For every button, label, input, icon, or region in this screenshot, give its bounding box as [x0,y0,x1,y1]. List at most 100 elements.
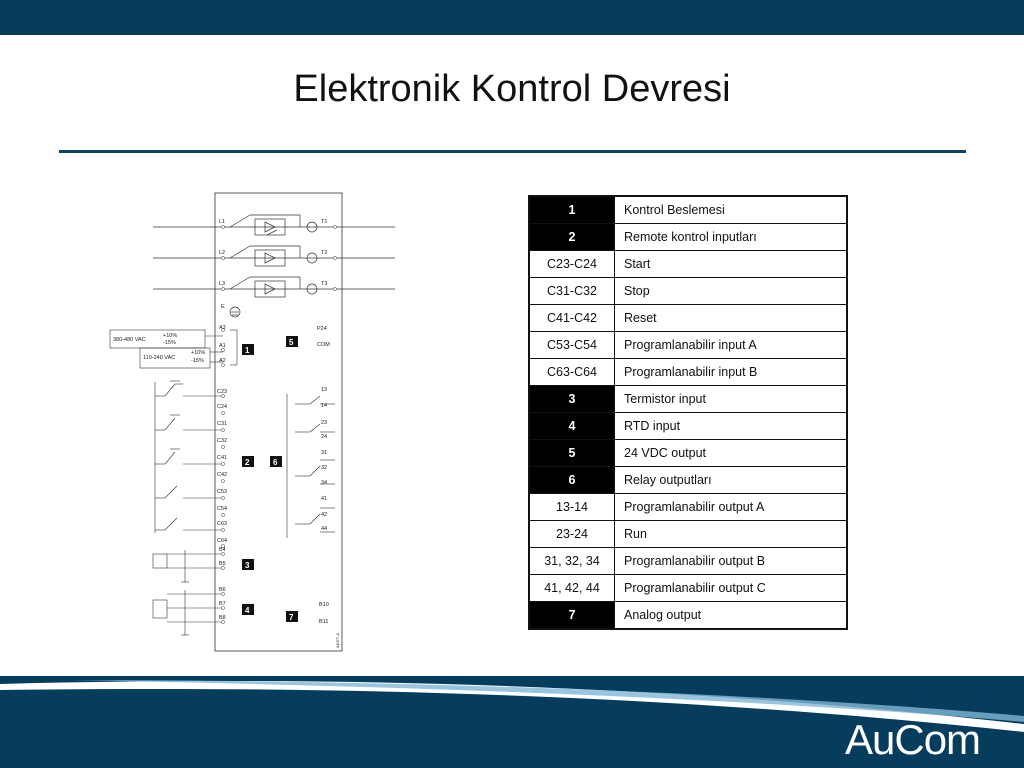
terminal-label: T2 [321,250,327,256]
terminal-label: C53 [217,489,227,495]
terminal-description-cell: Reset [614,304,848,332]
control-supply-section [109,329,238,369]
supply-low-tol-minus: -15% [191,358,204,364]
terminal-code-cell: 7 [528,601,615,630]
terminal-label: 44 [321,526,327,532]
terminal-label: 32 [321,465,327,471]
terminal-label: 41 [321,496,327,502]
terminal-code-cell: C63-C64 [528,358,615,386]
supply-high-range: 380-480 VAC [113,337,146,343]
terminal-label: B10 [319,602,329,608]
slide-title: Elektronik Kontrol Devresi [293,68,731,110]
power-section [153,214,395,318]
footer-band [0,676,1024,768]
terminal-code-cell: 23-24 [528,520,615,548]
terminal-label: E [221,304,225,310]
section-tags: 1 2 3 4 5 6 7 [242,336,298,622]
section-tag: 2 [245,458,250,467]
terminal-label: 42 [321,512,327,518]
terminal-code-cell: 3 [528,385,615,413]
terminal-label: C31 [217,421,227,427]
terminal-description-cell: Termistor input [614,385,848,413]
terminal-description-cell: Programlanabilir input B [614,358,848,386]
terminal-label: B8 [219,615,226,621]
supply-high-tol-minus: -15% [163,340,176,346]
terminal-label: T1 [321,219,327,225]
header-bar [0,0,1024,35]
section-tag: 5 [289,338,294,347]
terminal-label: 34 [321,480,327,486]
terminal-code-cell: 13-14 [528,493,615,521]
terminal-code-cell: 2 [528,223,615,251]
terminal-description-cell: Remote kontrol inputları [614,223,848,251]
terminal-label: L1 [219,219,225,225]
terminal-label: 14 [321,403,327,409]
terminal-label: B5 [219,561,226,567]
terminal-description-cell: Programlanabilir output B [614,547,848,575]
terminal-description-cell: Start [614,250,848,278]
terminal-label: C54 [217,506,227,512]
terminal-label: A3 [219,325,226,331]
terminal-label: 31 [321,450,327,456]
terminal-label: 23 [321,420,327,426]
relay-outputs [286,394,335,538]
terminal-label: C64 [217,538,227,544]
terminal-label: C42 [217,472,227,478]
terminal-label: C23 [217,389,227,395]
control-circuit-diagram: 380-480 VAC +10% -15% 110-240 VAC +10% -… [109,192,395,652]
remote-input-switches [154,380,223,533]
terminal-description-cell: Analog output [614,601,848,630]
terminal-label: L2 [219,250,225,256]
supply-low-tol-plus: +10% [191,350,205,356]
terminal-label: B7 [219,601,226,607]
terminal-label: C63 [217,521,227,527]
section-tag: 1 [245,346,250,355]
terminal-code-cell: 41, 42, 44 [528,574,615,602]
terminal-code-cell: 4 [528,412,615,440]
terminal-code-cell: 31, 32, 34 [528,547,615,575]
terminal-label: COM [317,342,330,348]
terminal-description-cell: Programlanabilir input A [614,331,848,359]
terminal-code-cell: 6 [528,466,615,494]
terminal-code-cell: C53-C54 [528,331,615,359]
terminal-label: B11 [319,619,328,625]
title-divider [59,150,966,153]
terminal-label: C41 [217,455,227,461]
aucom-logo: AuCom [845,716,981,763]
starter-unit-outline [214,192,343,652]
terminal-description-cell: Kontrol Beslemesi [614,195,848,224]
supply-low-range: 110-240 VAC [143,355,175,361]
section-tag: 6 [273,458,278,467]
part-code: 04077-A [335,633,340,648]
terminal-code-cell: C23-C24 [528,250,615,278]
terminal-markers [221,225,337,624]
section-tag: 4 [245,606,250,615]
terminal-description-cell: Run [614,520,848,548]
terminal-description-cell: Relay outputları [614,466,848,494]
terminal-description-cell: 24 VDC output [614,439,848,467]
terminal-label: B4 [219,547,226,553]
terminal-label: C24 [217,404,227,410]
terminal-description-cell: Programlanabilir output A [614,493,848,521]
terminal-code-cell: C31-C32 [528,277,615,305]
terminal-label: C32 [217,438,227,444]
terminal-label: 24 [321,434,327,440]
terminal-label: L3 [219,281,225,287]
terminal-label: T3 [321,281,327,287]
